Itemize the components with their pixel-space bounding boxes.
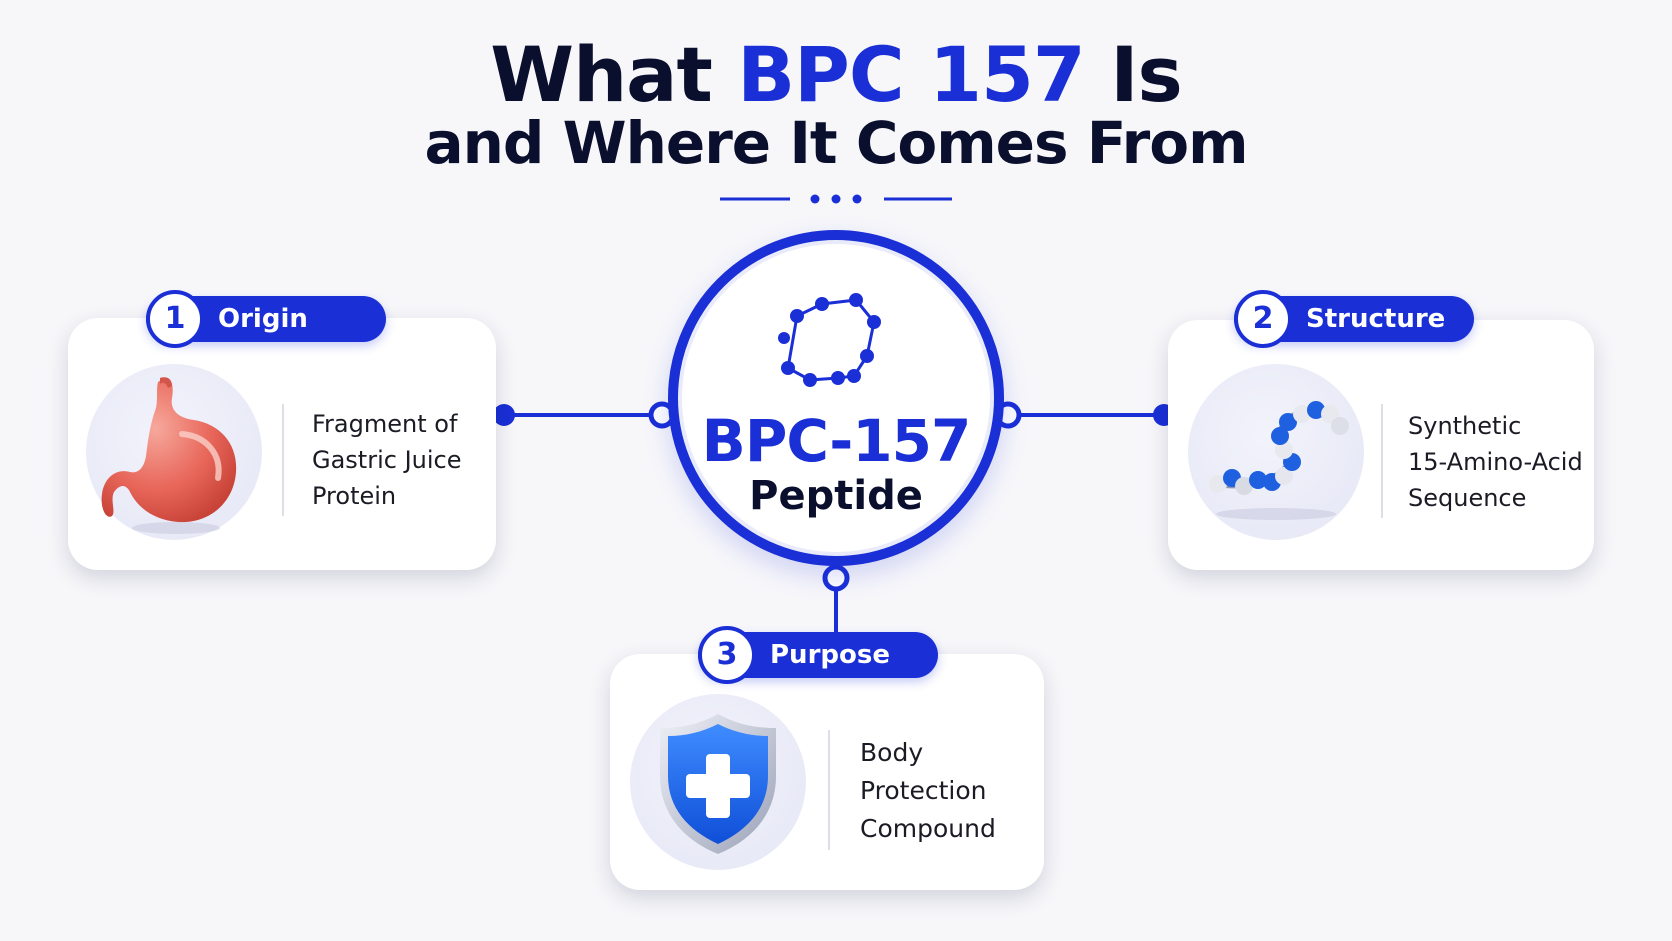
title-suffix: Is [1084,30,1183,119]
purpose-badge: 3 Purpose [698,626,938,684]
origin-badge-number: 1 [146,290,204,348]
origin-line-3: Protein [312,482,397,510]
connector-origin [493,401,676,429]
title-accent: BPC 157 [737,30,1086,119]
purpose-badge-number: 3 [698,626,756,684]
stomach-icon [101,377,237,534]
title-divider [720,194,952,204]
center-peptide-disc: BPC-157 Peptide [668,230,1004,566]
purpose-badge-label: Purpose [770,640,890,670]
purpose-icon-circle [630,694,806,870]
structure-icon-circle [1188,364,1364,540]
origin-description: Fragment of Gastric Juice Protein [312,406,462,514]
molecule-ring-icon [778,293,881,387]
structure-line-2: 15-Amino-Acid [1408,448,1583,476]
peptide-chain-icon [1209,401,1349,520]
connector-structure [994,401,1175,429]
purpose-line-1: Body [860,738,924,767]
structure-card: Synthetic 15-Amino-Acid Sequence [1168,320,1594,570]
purpose-line-3: Compound [860,814,996,843]
origin-card: Fragment of Gastric Juice Protein [68,318,496,570]
origin-icon-circle [86,364,262,540]
title-prefix: What [490,30,738,119]
purpose-card: Body Protection Compound [610,654,1044,890]
structure-badge-label: Structure [1306,304,1446,334]
origin-line-2: Gastric Juice [312,446,462,474]
structure-badge-number: 2 [1234,290,1292,348]
page-title-line-1: What BPC 157 Is [0,30,1672,120]
page-title-line-2: and Where It Comes From [424,109,1248,177]
structure-badge: 2 Structure [1234,290,1474,348]
origin-line-1: Fragment of [312,410,458,438]
purpose-line-2: Protection [860,776,987,805]
connector-purpose [822,564,850,634]
purpose-description: Body Protection Compound [860,734,996,848]
origin-divider [282,404,284,516]
structure-line-3: Sequence [1408,484,1527,512]
structure-description: Synthetic 15-Amino-Acid Sequence [1408,408,1583,516]
origin-badge: 1 Origin [146,290,386,348]
center-title: BPC-157 [701,407,972,475]
shield-plus-icon [660,714,776,854]
structure-line-1: Synthetic [1408,412,1522,440]
origin-badge-label: Origin [218,304,308,334]
purpose-divider [828,730,830,850]
structure-divider [1381,404,1383,518]
center-subtitle: Peptide [749,473,923,519]
